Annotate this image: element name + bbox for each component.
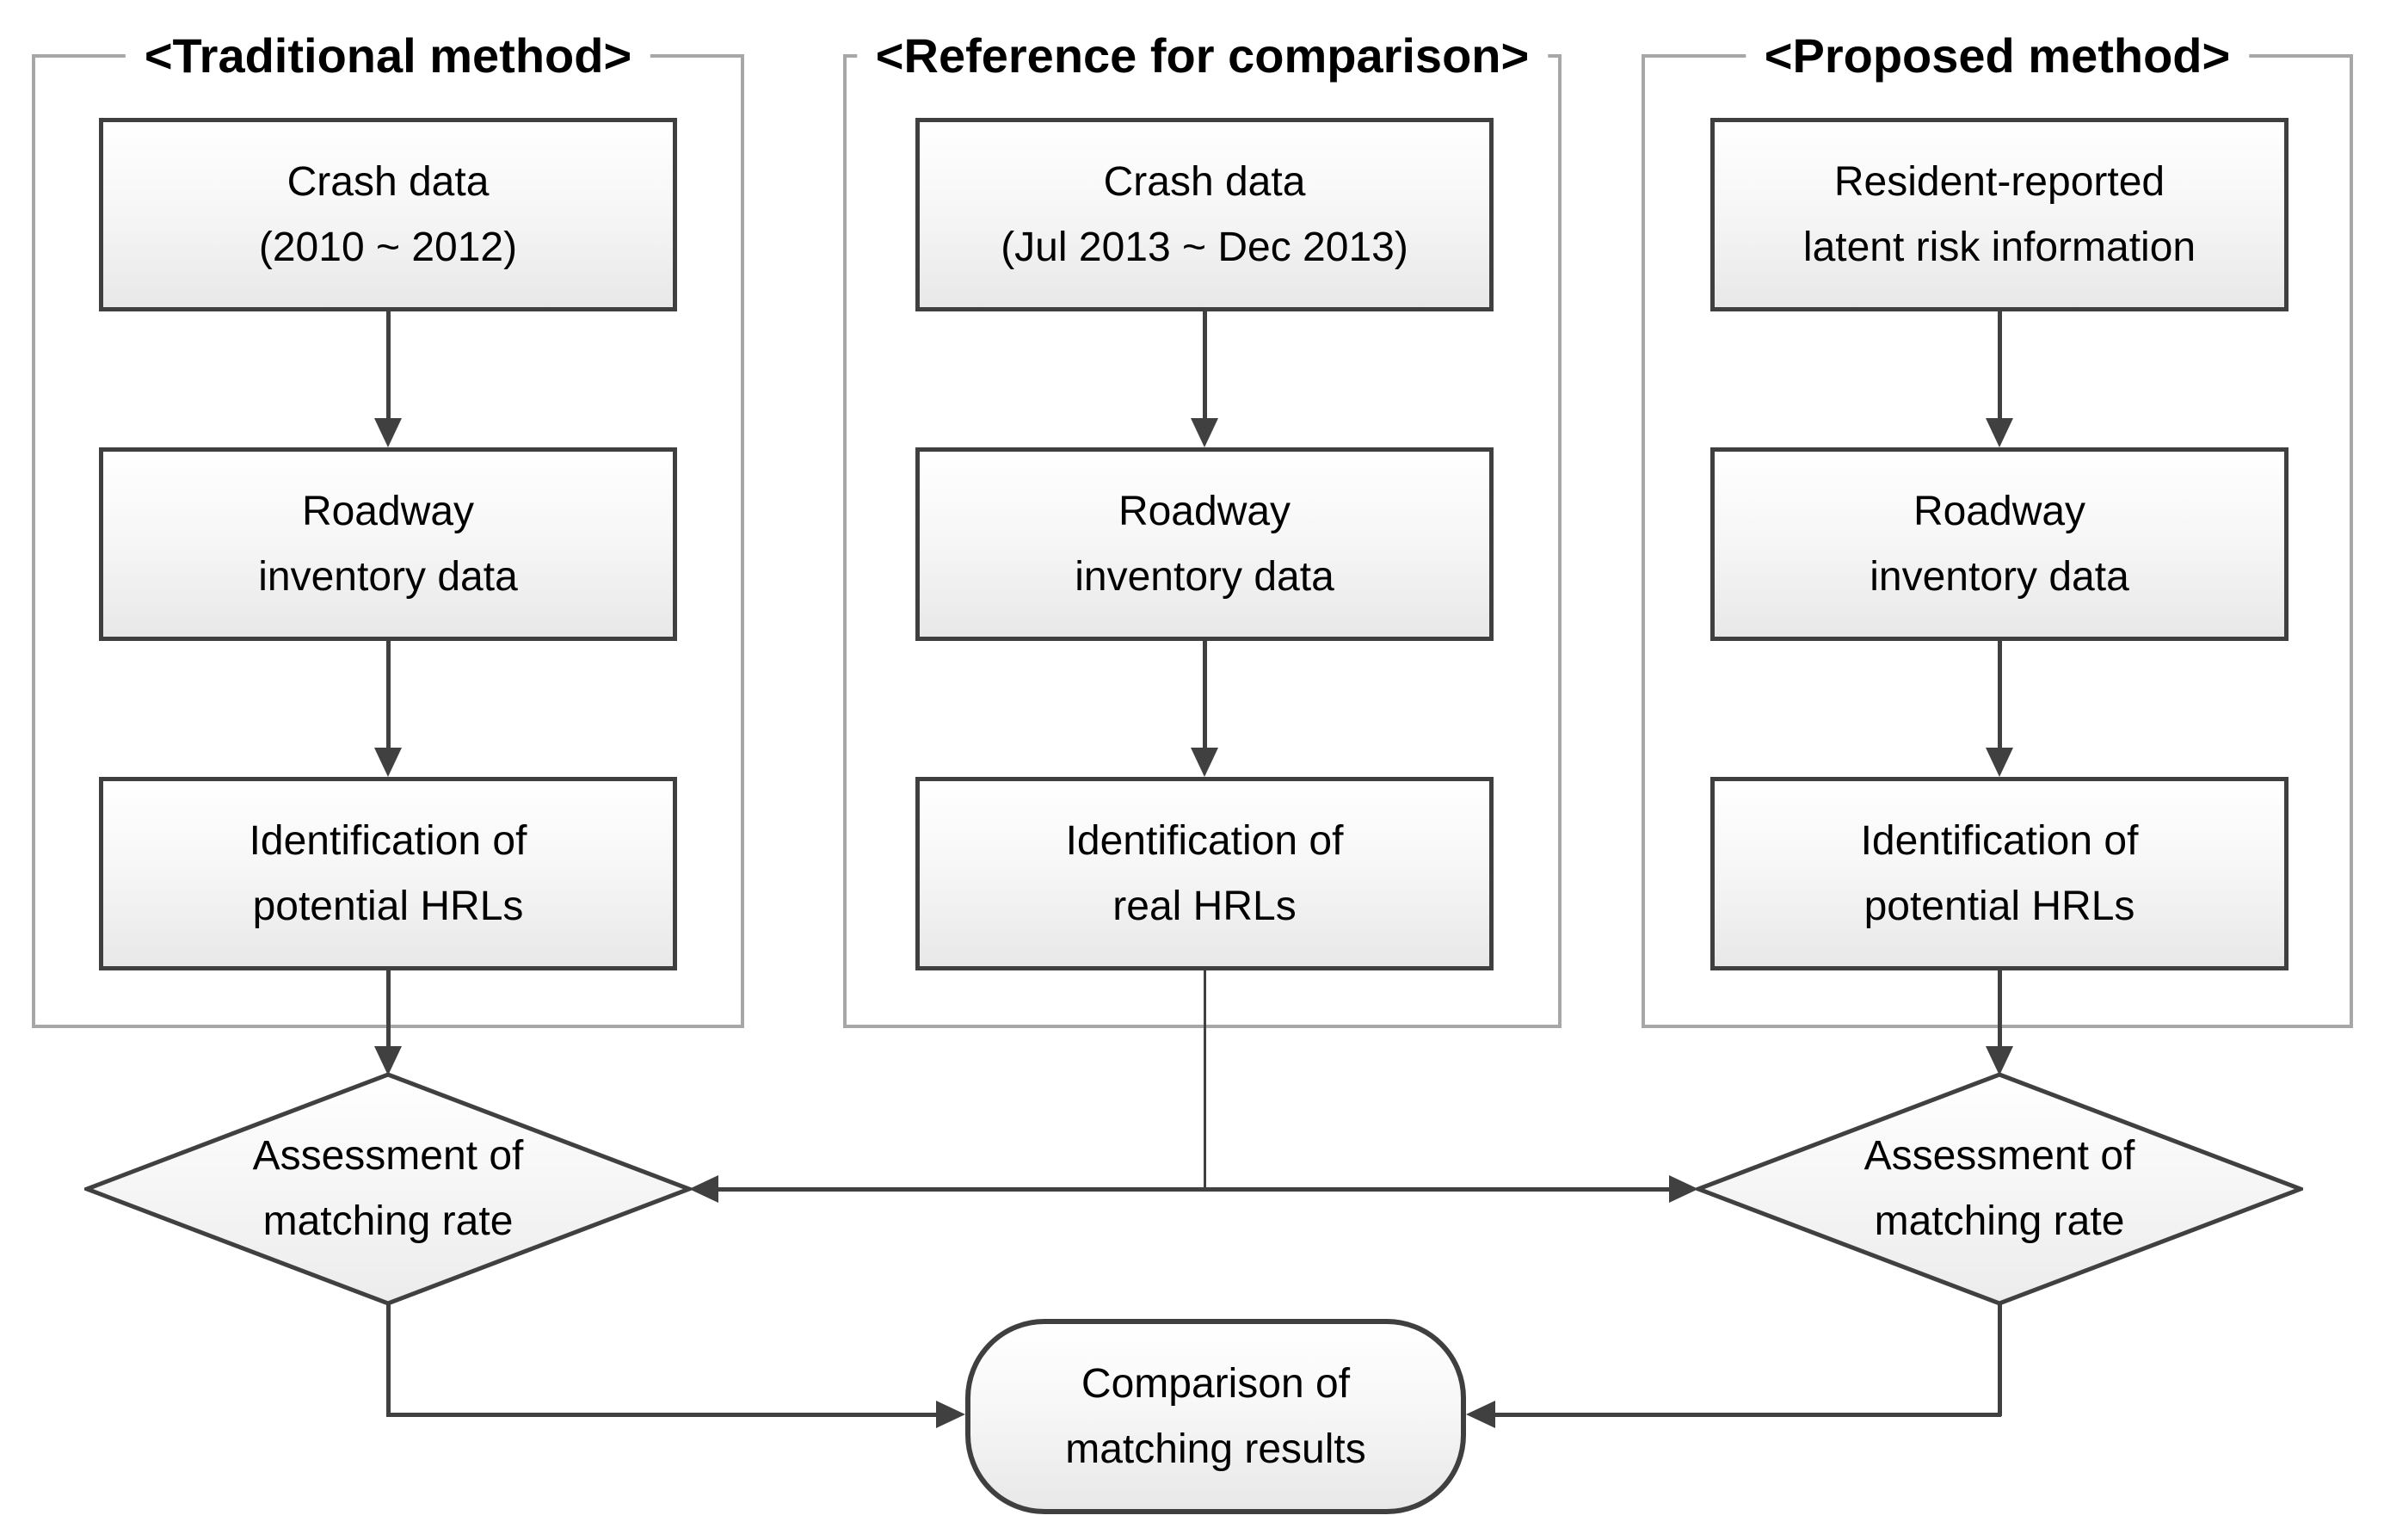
- connector-line-col1-to-diamond: [385, 970, 391, 1048]
- connector-line-col2-row2-row3: [1202, 641, 1207, 748]
- arrowhead-right-into-right-diamond: [1669, 1175, 1698, 1203]
- arrowhead-down-col2-row3: [1191, 748, 1218, 777]
- connector-line-col2-to-branch: [1203, 970, 1206, 1191]
- box-identification-real-hrls: Identification of real HRLs: [915, 777, 1494, 970]
- connector-line-col3-to-diamond: [1997, 970, 2002, 1048]
- connector-line-branch-horizontal: [717, 1186, 1671, 1192]
- box-roadway-inventory-data-traditional: Roadway inventory data: [99, 447, 677, 641]
- arrowhead-down-col1-row3: [374, 748, 402, 777]
- terminal-comparison-matching-results: Comparison of matching results: [965, 1319, 1466, 1514]
- arrowhead-left-into-left-diamond: [689, 1175, 718, 1203]
- connector-line-col1-row2-row3: [385, 641, 391, 748]
- connector-line-col3-row2-row3: [1997, 641, 2002, 748]
- container-title-reference: <Reference for comparison>: [856, 27, 1549, 85]
- connector-line-col1-row1-row2: [385, 311, 391, 418]
- diamond-label-left: Assessment of matching rate: [252, 1133, 524, 1244]
- container-title-proposed: <Proposed method>: [1745, 27, 2250, 85]
- arrowhead-down-left-diamond: [374, 1046, 402, 1075]
- arrowhead-down-col3-row2: [1986, 418, 2013, 447]
- diamond-assessment-matching-rate-right: Assessment of matching rate: [1696, 1072, 2303, 1306]
- connector-line-right-to-terminal: [1495, 1412, 2001, 1417]
- box-crash-data-2010-2012: Crash data (2010 ~ 2012): [99, 118, 677, 311]
- connector-line-col2-row1-row2: [1202, 311, 1207, 418]
- box-roadway-inventory-data-reference: Roadway inventory data: [915, 447, 1494, 641]
- diamond-assessment-matching-rate-left: Assessment of matching rate: [84, 1072, 692, 1306]
- box-roadway-inventory-data-proposed: Roadway inventory data: [1710, 447, 2289, 641]
- arrowhead-down-col3-row3: [1986, 748, 2013, 777]
- arrowhead-down-col2-row2: [1191, 418, 1218, 447]
- arrowhead-down-col1-row2: [374, 418, 402, 447]
- connector-line-col3-row1-row2: [1997, 311, 2002, 418]
- connector-line-right-diamond-down: [1997, 1303, 2002, 1416]
- connector-line-left-to-terminal: [385, 1412, 938, 1417]
- box-identification-potential-hrls-proposed: Identification of potential HRLs: [1710, 777, 2289, 970]
- arrowhead-down-right-diamond: [1986, 1046, 2013, 1075]
- box-identification-potential-hrls-traditional: Identification of potential HRLs: [99, 777, 677, 970]
- arrowhead-left-into-terminal: [1466, 1401, 1495, 1428]
- diamond-label-right: Assessment of matching rate: [1863, 1133, 2135, 1244]
- box-crash-data-jul-dec-2013: Crash data (Jul 2013 ~ Dec 2013): [915, 118, 1494, 311]
- box-resident-reported-latent-risk: Resident-reported latent risk informatio…: [1710, 118, 2289, 311]
- arrowhead-right-into-terminal: [936, 1401, 965, 1428]
- container-title-traditional: <Traditional method>: [125, 27, 651, 85]
- connector-line-left-diamond-down: [385, 1303, 391, 1416]
